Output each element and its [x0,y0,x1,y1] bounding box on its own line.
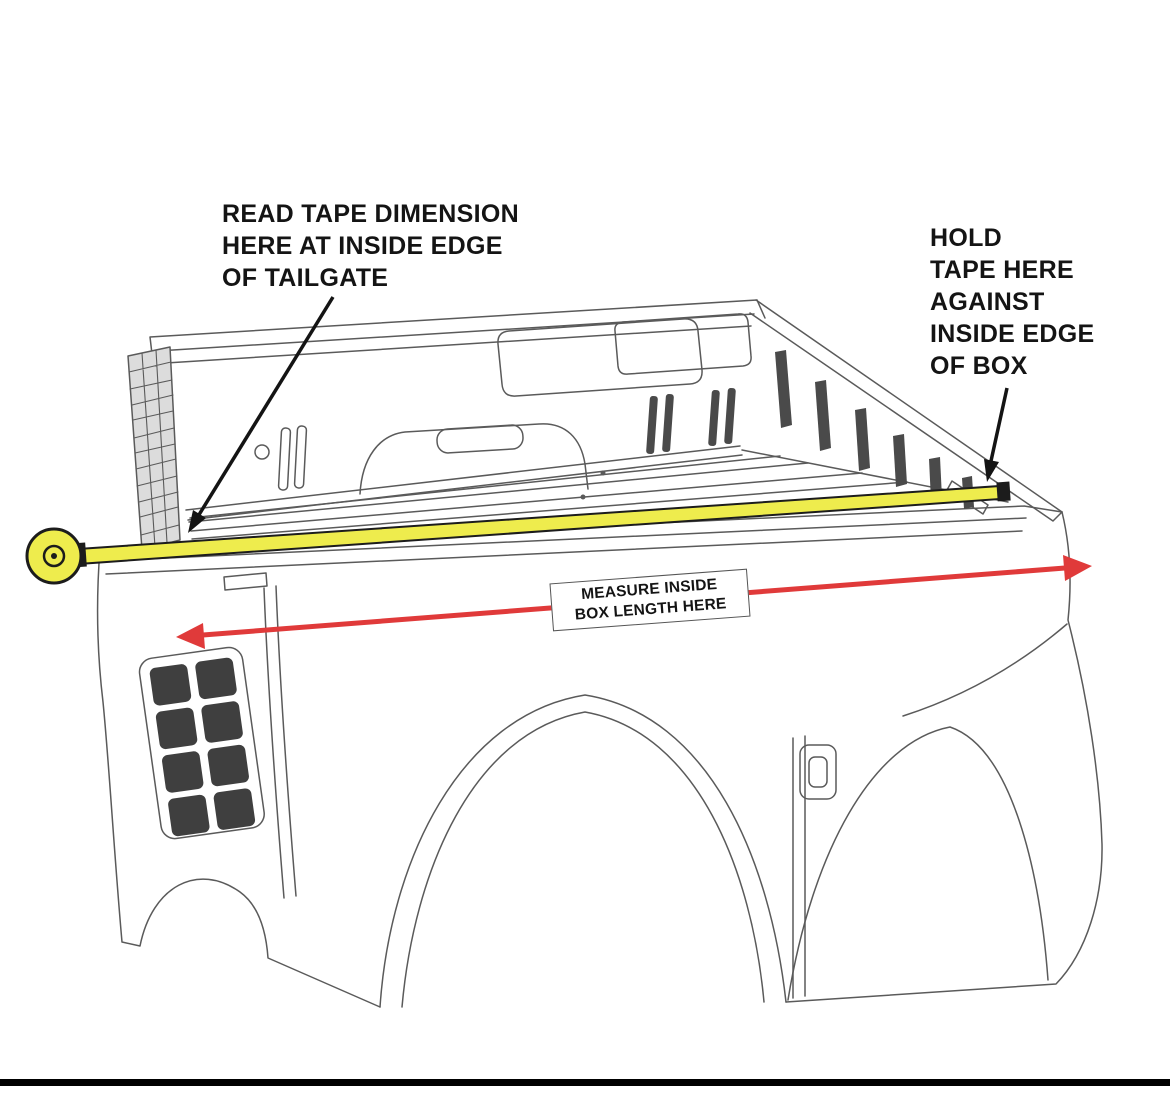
floor-dot-b [600,470,606,476]
tailgate-strip-hatch [128,349,180,548]
left-panel-seam [263,585,297,899]
annotation-arrows [188,296,1009,533]
bottom-border-bar [0,1079,1170,1086]
bulkhead-recess-right [614,313,752,375]
tape-measure [25,481,1011,585]
tail-light [138,646,265,840]
hold-tape-arrow-line [989,387,1009,462]
red-arrow-head-right [1063,555,1092,581]
tail-light-cells [149,657,256,837]
red-arrow-head-left [176,623,205,649]
read-tape-arrow-line [195,296,335,519]
right-wall-rails [741,299,1063,522]
right-side-bracket-inner [808,756,828,788]
bulkhead-slot-a [277,427,292,491]
hold-tape-arrow-head [984,459,999,482]
tape-body-hub [42,544,66,568]
truck-bed-drawing [96,299,1103,1008]
left-panel-outline [96,548,381,1008]
annotation-read-tape: READ TAPE DIMENSION HERE AT INSIDE EDGE … [222,200,519,292]
tape-end-hook [996,481,1011,502]
bulkhead-slot-b [293,425,308,489]
annotation-hold-tape: HOLD TAPE HERE AGAINST INSIDE EDGE OF BO… [930,224,1095,380]
floor-dot-a [580,494,586,500]
floor-hump [359,423,589,495]
bulkhead-recess-left [497,318,703,397]
floor-ribs [188,455,996,556]
near-rail-clip [223,572,268,591]
floor-hump-handle [436,424,524,454]
wheel-arch [379,694,787,1008]
tape-body-center [51,553,57,559]
right-side-seam [792,735,806,999]
bulkhead-detail-circle [254,444,270,460]
right-side-bracket [799,744,837,800]
read-tape-arrow-head [188,510,206,533]
